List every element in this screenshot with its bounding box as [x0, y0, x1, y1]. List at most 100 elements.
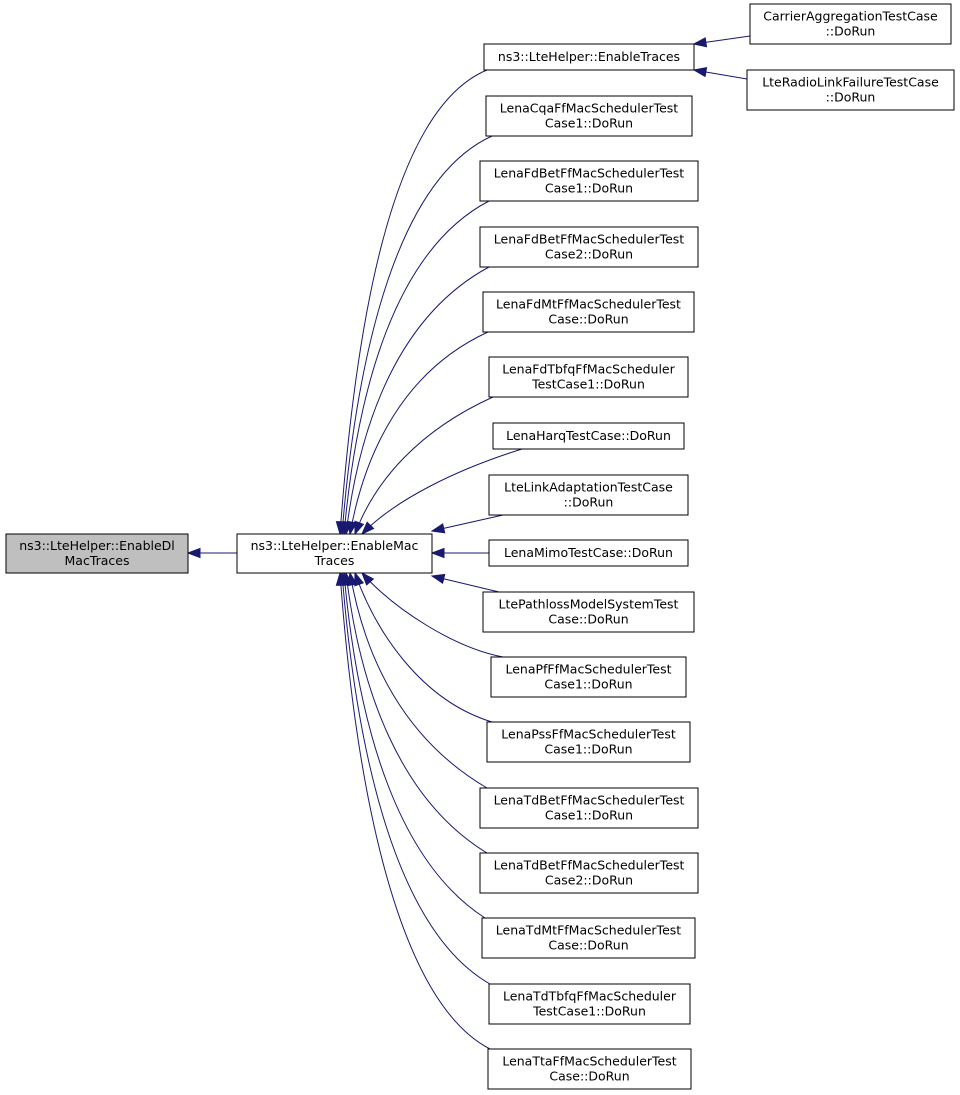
- node-label-carrier-aggregation-line-1: CarrierAggregationTestCase: [763, 9, 938, 24]
- node-box-harq-case: [492, 422, 685, 450]
- edge-pf-case1-to-enable-mac-traces: [361, 572, 504, 658]
- node-label-tdbet-case2-line-1: LenaTdBetFfMacSchedulerTest: [494, 858, 685, 873]
- node-label-link-adaptation-line-1: LteLinkAdaptationTestCase: [504, 480, 673, 495]
- node-label-enable-dl-mac-traces-line-1: ns3::LteHelper::EnableDl: [19, 538, 175, 553]
- node-label-fdmt-case-line-2: Case::DoRun: [548, 312, 628, 327]
- node-label-pf-case1-line-2: Case1::DoRun: [544, 677, 632, 692]
- node-box-tdmt-case: [481, 917, 696, 959]
- node-label-tdtbfq-case1-line-1: LenaTdTbfqFfMacScheduler: [503, 989, 677, 1004]
- arrowhead-tta-case-to-enable-mac-traces: [335, 571, 347, 586]
- arrowhead-pss-case1-to-enable-mac-traces: [354, 571, 365, 587]
- node-radio-link-failure[interactable]: LteRadioLinkFailureTestCase::DoRun: [746, 69, 955, 111]
- arrowhead-enable-mac-traces-to-enable-dl-mac-traces: [186, 547, 201, 559]
- node-enable-traces[interactable]: ns3::LteHelper::EnableTraces: [483, 43, 695, 71]
- node-label-tta-case-line-2: Case::DoRun: [549, 1069, 629, 1084]
- arrowhead-fdmt-case-to-enable-mac-traces: [347, 520, 358, 536]
- node-box-pss-case1: [486, 721, 691, 763]
- node-box-fdmt-case: [482, 291, 695, 333]
- edge-pss-case1-to-enable-mac-traces: [354, 572, 493, 723]
- edge-tdbet-case1-to-enable-mac-traces: [349, 572, 488, 789]
- node-mimo-case[interactable]: LenaMimoTestCase::DoRun: [488, 539, 689, 567]
- node-box-tta-case: [487, 1048, 692, 1090]
- node-label-fdbet-case1-line-2: Case1::DoRun: [545, 181, 633, 196]
- node-label-carrier-aggregation-line-2: ::DoRun: [826, 24, 876, 39]
- arrowhead-pathloss-model-to-enable-mac-traces: [430, 573, 446, 584]
- node-label-fdtbfq-case1-line-2: TestCase1::DoRun: [531, 377, 645, 392]
- arrowhead-fdtbfq-case1-to-enable-mac-traces: [354, 520, 365, 536]
- node-carrier-aggregation[interactable]: CarrierAggregationTestCase::DoRun: [749, 3, 952, 45]
- node-box-fdtbfq-case1: [488, 356, 689, 398]
- node-label-cqa-case1-line-1: LenaCqaFfMacSchedulerTest: [500, 101, 679, 116]
- edge-tdbet-case2-to-enable-mac-traces: [345, 572, 488, 854]
- node-label-mimo-case-line-1: LenaMimoTestCase::DoRun: [504, 545, 673, 560]
- node-label-tta-case-line-1: LenaTtaFfMacSchedulerTest: [502, 1054, 676, 1069]
- edge-enable-traces-to-enable-mac-traces: [339, 69, 488, 535]
- node-box-radio-link-failure: [746, 69, 955, 111]
- node-box-pathloss-model: [482, 591, 695, 633]
- node-label-pss-case1-line-2: Case1::DoRun: [544, 742, 632, 757]
- node-label-pss-case1-line-1: LenaPssFfMacSchedulerTest: [501, 727, 676, 742]
- edge-fdbet-case2-to-enable-mac-traces: [345, 266, 490, 535]
- arrowhead-radio-link-failure-to-enable-traces: [692, 66, 708, 78]
- node-box-pf-case1: [490, 656, 687, 698]
- node-box-enable-traces: [483, 43, 695, 71]
- node-label-harq-case-line-1: LenaHarqTestCase::DoRun: [506, 428, 671, 443]
- node-box-tdbet-case1: [479, 787, 699, 829]
- node-box-cqa-case1: [485, 95, 693, 137]
- node-label-fdbet-case1-line-1: LenaFdBetFfMacSchedulerTest: [494, 166, 685, 181]
- edge-harq-case-to-enable-mac-traces: [361, 448, 523, 535]
- node-label-tdbet-case2-line-2: Case2::DoRun: [545, 873, 633, 888]
- arrowhead-mimo-case-to-enable-mac-traces: [430, 547, 445, 559]
- node-box-enable-mac-traces: [236, 533, 433, 574]
- node-label-enable-dl-mac-traces-line-2: MacTraces: [65, 553, 130, 568]
- node-label-enable-traces-line-1: ns3::LteHelper::EnableTraces: [498, 49, 680, 64]
- arrowhead-harq-case-to-enable-mac-traces: [361, 521, 375, 536]
- node-box-tdtbfq-case1: [488, 983, 691, 1025]
- node-label-tdbet-case1-line-1: LenaTdBetFfMacSchedulerTest: [494, 793, 685, 808]
- node-label-pathloss-model-line-1: LtePathlossModelSystemTest: [499, 597, 679, 612]
- node-label-link-adaptation-line-2: ::DoRun: [564, 495, 614, 510]
- node-label-fdmt-case-line-1: LenaFdMtFfMacSchedulerTest: [496, 297, 681, 312]
- edges-layer: [186, 35, 751, 1050]
- arrowhead-carrier-aggregation-to-enable-traces: [692, 37, 708, 48]
- node-label-cqa-case1-line-2: Case1::DoRun: [545, 116, 633, 131]
- edge-fdmt-case-to-enable-mac-traces: [349, 331, 489, 535]
- edge-tta-case-to-enable-mac-traces: [339, 572, 491, 1050]
- node-link-adaptation[interactable]: LteLinkAdaptationTestCase::DoRun: [488, 474, 689, 516]
- node-label-fdbet-case2-line-2: Case2::DoRun: [545, 247, 633, 262]
- node-label-radio-link-failure-line-2: ::DoRun: [826, 90, 876, 105]
- node-box-mimo-case: [488, 539, 689, 567]
- arrowhead-pf-case1-to-enable-mac-traces: [361, 571, 375, 586]
- node-label-radio-link-failure-line-1: LteRadioLinkFailureTestCase: [762, 75, 939, 90]
- node-label-tdmt-case-line-2: Case::DoRun: [548, 938, 628, 953]
- edge-fdtbfq-case1-to-enable-mac-traces: [354, 396, 494, 535]
- edge-fdbet-case1-to-enable-mac-traces: [343, 200, 490, 535]
- node-box-fdbet-case1: [479, 160, 699, 202]
- node-box-tdbet-case2: [479, 852, 699, 894]
- node-label-fdbet-case2-line-1: LenaFdBetFfMacSchedulerTest: [494, 232, 685, 247]
- node-label-pf-case1-line-1: LenaPfFfMacSchedulerTest: [505, 662, 671, 677]
- node-harq-case[interactable]: LenaHarqTestCase::DoRun: [492, 422, 685, 450]
- node-box-carrier-aggregation: [749, 3, 952, 45]
- node-label-tdbet-case1-line-2: Case1::DoRun: [545, 808, 633, 823]
- node-label-tdmt-case-line-1: LenaTdMtFfMacSchedulerTest: [496, 923, 681, 938]
- nodes-layer: ns3::LteHelper::EnableDlMacTracesns3::Lt…: [5, 3, 955, 1090]
- node-box-enable-dl-mac-traces: [5, 533, 189, 574]
- edge-tdmt-case-to-enable-mac-traces: [343, 572, 486, 919]
- node-box-fdbet-case2: [479, 226, 699, 268]
